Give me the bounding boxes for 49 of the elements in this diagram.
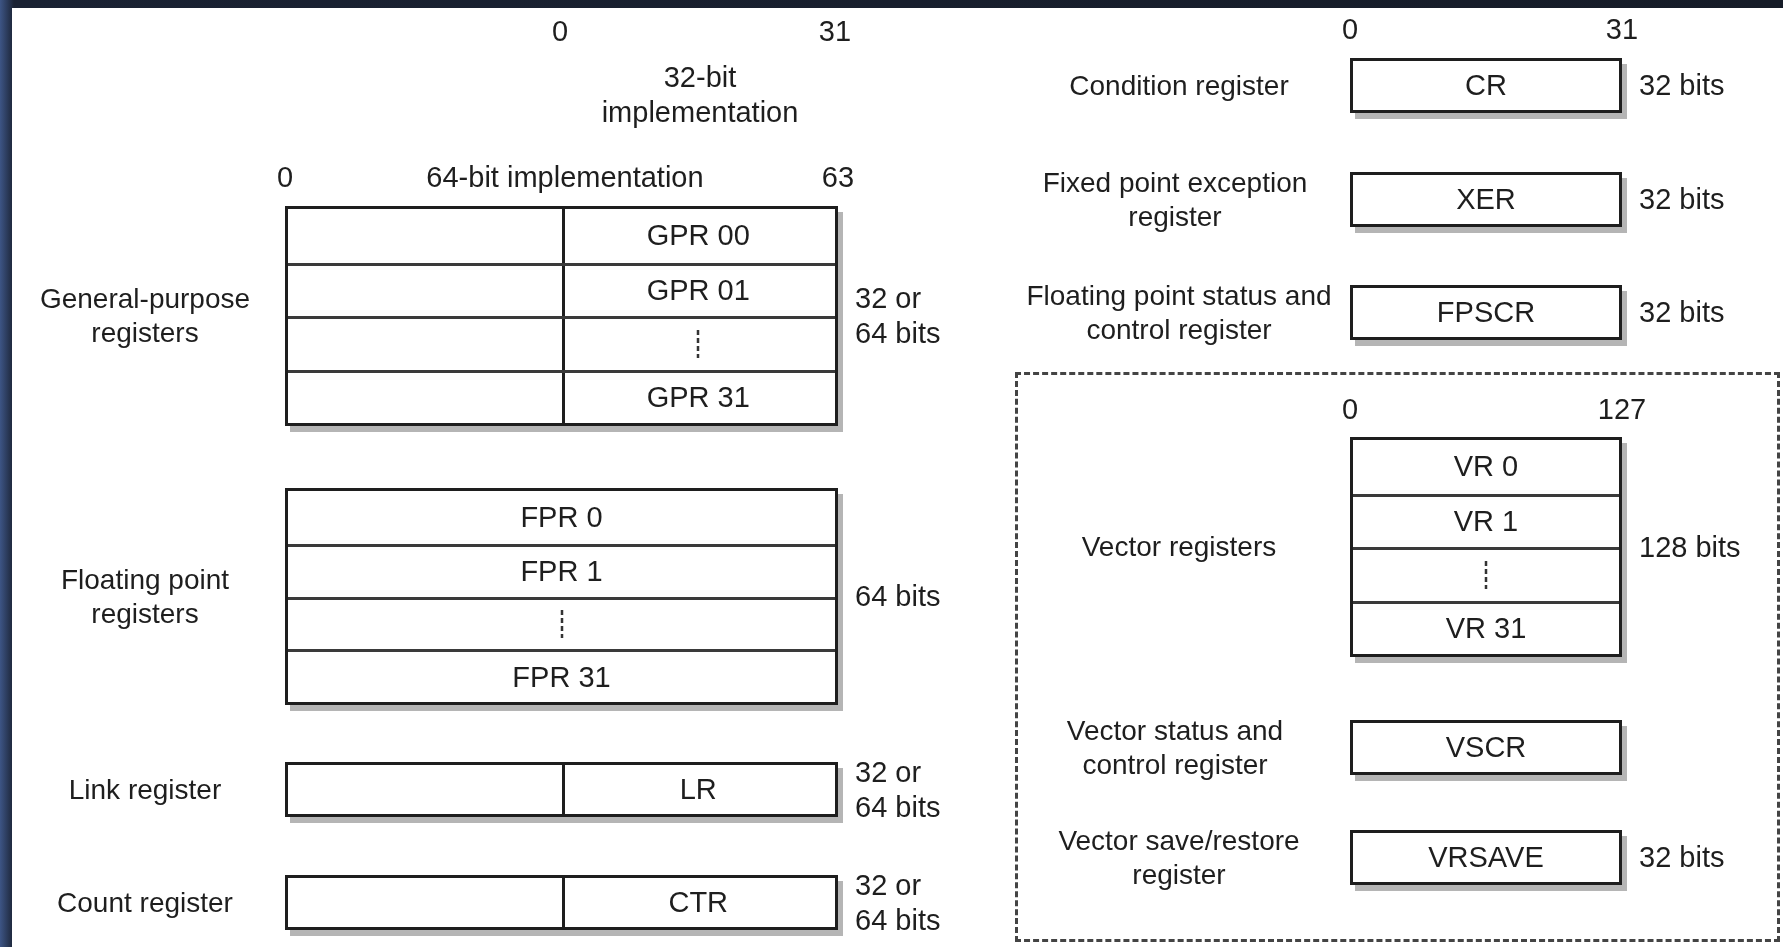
register-name: Vector save/restore register [1057,823,1301,892]
register-label: LR [679,773,717,806]
register-label: VR 0 [1453,450,1519,484]
bit-width-label: 32 bits [1639,182,1725,217]
bit-index: 31 [818,14,852,49]
register-row [288,316,835,370]
bit-width-label: 32 bits [1639,840,1725,875]
register-name: General-purpose registers [38,282,252,350]
register-label: FPR 1 [520,555,603,589]
bit-index: 0 [1341,392,1359,427]
implementation-label: 64-bit implementation [426,160,704,195]
register-label: VRSAVE [1428,841,1544,874]
register-label: CTR [668,886,729,919]
register-label: CR [1465,69,1507,102]
register-label: FPR 0 [520,500,603,534]
register-label: XER [1456,183,1516,216]
bit-index: 63 [821,160,855,195]
bit-width-label: 32 or 64 bits [855,281,942,351]
register-name: Fixed point exception register [1041,165,1309,234]
dashed-region [1015,372,1780,942]
register-row [288,369,835,423]
register-label: GPR 31 [646,381,750,415]
bit-index: 31 [1605,12,1639,47]
register-name: Vector registers [1081,530,1277,564]
bit-width-label: 32 bits [1639,295,1725,330]
bit-width-label: 32 or 64 bits [855,754,942,825]
bit-width-label: 128 bits [1639,529,1741,565]
bit-index: 0 [1341,12,1359,47]
register-name: Link register [68,772,222,807]
bit-width-label: 32 or 64 bits [855,867,942,938]
bit-index: 0 [551,14,569,49]
register-name: Count register [57,885,233,920]
register-name: Vector status and control register [1065,713,1285,782]
implementation-label: 32-bit implementation [600,60,800,130]
register-label: GPR 01 [646,274,750,308]
register-label: GPR 00 [646,219,750,253]
register-label: VR 31 [1445,612,1527,646]
bit-width-label: 64 bits [855,579,941,614]
bit-index: 127 [1597,392,1647,427]
register-name: Floating point registers [59,562,231,631]
bit-width-label: 32 bits [1639,68,1725,103]
register-label: VSCR [1445,731,1527,764]
register-row [288,262,835,316]
register-label: FPSCR [1436,296,1536,329]
register-name: Condition register [1069,68,1289,103]
register-label: VR 1 [1453,505,1519,539]
register-name: Floating point status and control register [1025,278,1333,347]
register-label: FPR 31 [512,660,611,694]
bit-index: 0 [276,160,294,195]
